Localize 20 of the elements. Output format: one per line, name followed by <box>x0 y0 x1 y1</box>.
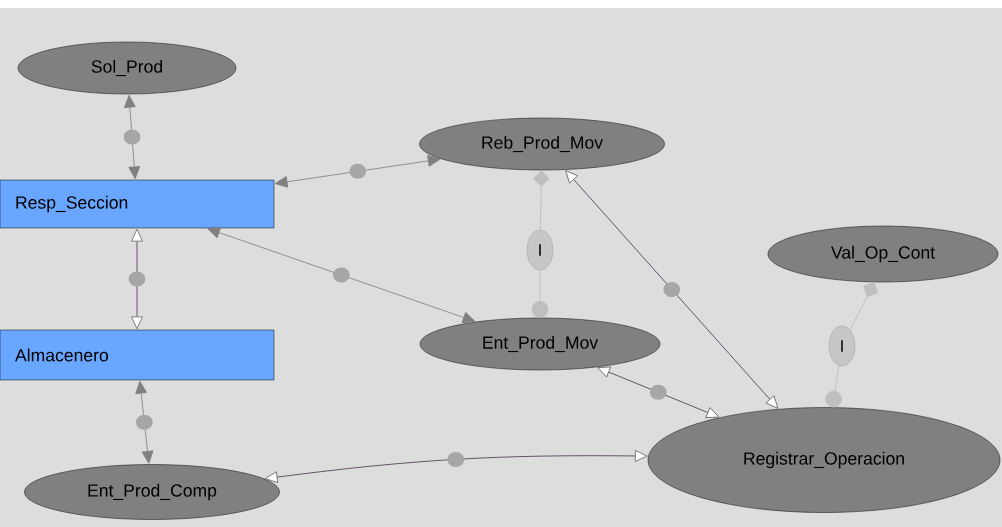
connector <box>849 282 878 331</box>
connector <box>597 366 720 419</box>
connector <box>264 450 648 483</box>
connector <box>135 380 154 464</box>
ellipse-node: Ent_Prod_Comp <box>24 464 280 520</box>
connector <box>274 155 441 188</box>
class-box: Almacenero <box>0 329 275 381</box>
connector <box>123 94 141 180</box>
connector <box>128 228 146 330</box>
class-box: Resp_Seccion <box>0 179 275 229</box>
ellipse-node: Registrar_Operacion <box>647 407 1001 513</box>
ellipse-node: Val_Op_Cont <box>767 225 999 283</box>
ellipse-node: Reb_Prod_Mov <box>419 117 665 171</box>
connector <box>825 365 842 408</box>
connector <box>531 269 549 318</box>
connector <box>207 226 476 324</box>
connector <box>565 170 779 409</box>
ellipse-node: Sol_Prod <box>17 41 237 95</box>
connector <box>533 170 550 231</box>
ellipse-node: Ent_Prod_Mov <box>419 317 661 371</box>
